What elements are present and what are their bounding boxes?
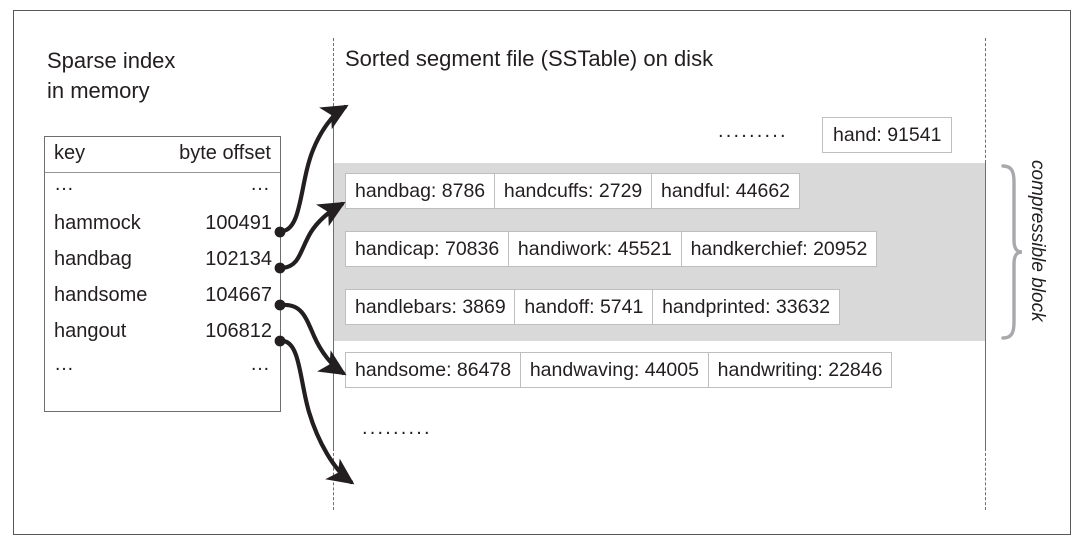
row-key: handbag [54,248,132,270]
entry-cell: handoff: 5741 [514,289,654,325]
row-offset: 104667 [205,284,272,306]
entry-cell: handiwork: 45521 [507,231,682,267]
row-offset: 102134 [205,248,272,270]
entry-cell: hand: 91541 [822,117,953,153]
entry-cell: handlebars: 3869 [345,289,516,325]
segment-right-boundary-bottom [985,448,986,510]
entry-cell: handprinted: 33632 [652,289,841,325]
row-offset: 100491 [205,212,272,234]
entry-cell: handful: 44662 [650,173,801,209]
entry-cell: handwriting: 22846 [707,352,893,388]
entry-cell: handcuffs: 2729 [493,173,653,209]
segment-left-boundary-mid [333,106,334,448]
trailing-ellipsis: ......... [362,417,432,439]
row-key: hangout [54,320,127,342]
compressible-block-label: compressible block [1027,160,1048,322]
entry-row: handbag: 8786 handcuffs: 2729 handful: 4… [345,173,801,209]
sparse-index-rows: … … hammock 100491 handbag 102134 handso… [45,173,280,389]
row-key: handsome [54,284,148,306]
segment-left-boundary-bottom [333,448,334,510]
table-row: … … [45,173,280,209]
entry-cell: handwaving: 44005 [519,352,709,388]
sstable-title: Sorted segment file (SSTable) on disk [345,46,714,71]
entry-cell: handbag: 8786 [345,173,496,209]
table-row: hangout 106812 [45,317,280,353]
sparse-index-title: Sparse index in memory [47,48,176,103]
row-key: … [54,353,76,375]
entry-cell: handsome: 86478 [345,352,522,388]
entry-row: handsome: 86478 handwaving: 44005 handwr… [345,352,893,388]
segment-right-boundary-top [985,38,986,163]
row-offset: … [250,353,272,375]
table-row: hammock 100491 [45,209,280,245]
sparse-index-table-header: key byte offset [45,137,280,173]
entry-cell: handicap: 70836 [345,231,510,267]
table-row: handbag 102134 [45,245,280,281]
row-offset: … [250,173,272,195]
segment-left-boundary-top [333,38,334,106]
leading-ellipsis: ......... [718,120,788,142]
entry-row: handlebars: 3869 handoff: 5741 handprint… [345,289,841,325]
column-header-key: key [54,142,86,164]
entry-cell: handkerchief: 20952 [680,231,878,267]
entry-row: handicap: 70836 handiwork: 45521 handker… [345,231,878,267]
column-header-byte-offset: byte offset [179,142,271,164]
table-row: handsome 104667 [45,281,280,317]
row-key: … [54,173,76,195]
row-offset: 106812 [205,320,272,342]
table-row: … … [45,353,280,389]
sparse-index-table: key byte offset … … hammock 100491 handb… [44,136,281,412]
row-key: hammock [54,212,141,234]
segment-right-boundary-mid [985,163,986,448]
